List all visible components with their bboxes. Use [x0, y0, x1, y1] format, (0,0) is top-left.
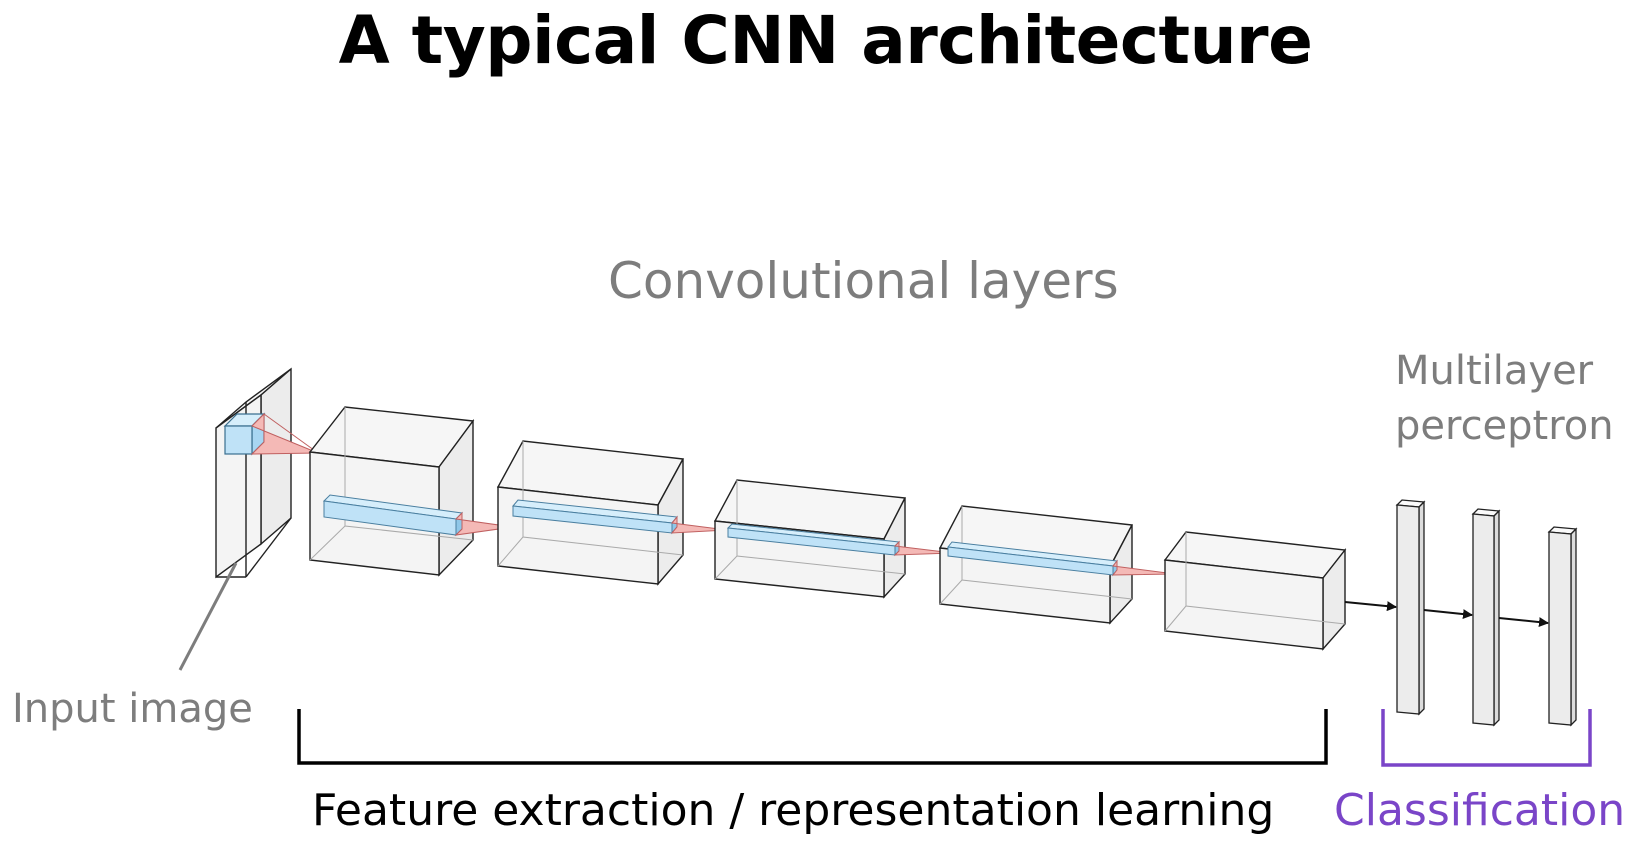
feature-extraction-label: Feature extraction / representation lear… [312, 785, 1275, 836]
classification-bracket [1381, 709, 1592, 767]
multilayer-perceptron-line1: Multilayer [1395, 348, 1594, 394]
arrow-conv-to-mlp [1344, 601, 1397, 612]
classification-label: Classification [1334, 785, 1626, 836]
arrow-mlp2-to-mlp3 [1498, 617, 1549, 628]
input-image-pointer [178, 562, 238, 671]
diagram-title: A typical CNN architecture [338, 2, 1313, 79]
mlp-layer-1 [1395, 499, 1426, 716]
filter-bar-1 [322, 494, 464, 537]
feature-map-5 [1163, 531, 1347, 651]
input-image-slab [215, 367, 292, 579]
multilayer-perceptron-label: Multilayer perceptron [1395, 344, 1614, 454]
mlp-layer-2 [1471, 508, 1501, 727]
feature-extraction-bracket [297, 709, 1328, 765]
receptive-field-cone [250, 412, 319, 455]
feature-map-1 [308, 406, 475, 577]
cone-edge [263, 413, 319, 454]
input-image-label: Input image [12, 686, 253, 732]
arrow-mlp1-to-mlp2 [1423, 609, 1473, 620]
multilayer-perceptron-line2: perceptron [1395, 403, 1614, 449]
convolutional-layers-label: Convolutional layers [608, 252, 1119, 310]
mlp-layer-3 [1547, 526, 1578, 727]
